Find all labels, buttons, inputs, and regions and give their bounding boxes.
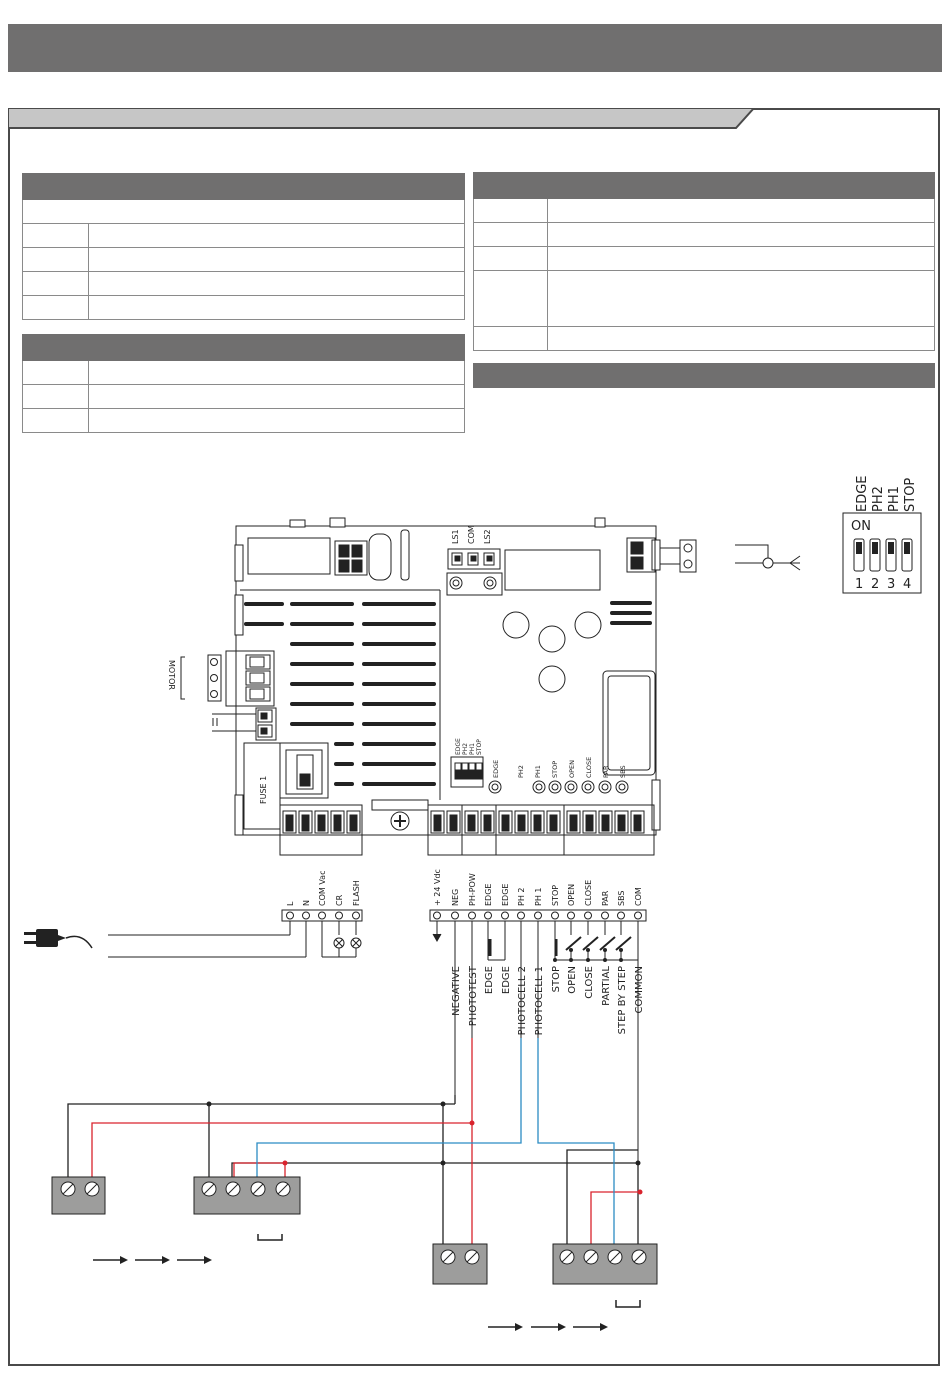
function-label-edge: EDGE	[501, 966, 512, 994]
spec-table-2-header	[22, 334, 465, 361]
dip-switch-panel: EDGE PH2 PH1 STOP ON 1 2 3 4	[842, 475, 922, 594]
led-label-close: CLOSE	[585, 757, 593, 778]
relay-label-com: COM	[467, 525, 476, 544]
spec-table-3-header	[473, 172, 935, 199]
spec-table-1-subrow	[22, 199, 465, 224]
function-label-edge: EDGE	[484, 966, 495, 994]
mains-plug-icon	[24, 929, 93, 949]
terminal-label-ph1: PH 1	[534, 888, 543, 906]
power-terminal-labels: L N COM Vac CR FLASH	[286, 871, 361, 906]
page-header-bar	[8, 24, 942, 72]
terminal-label-close: CLOSE	[584, 880, 593, 906]
motor-label: MOTOR	[167, 660, 176, 690]
function-label-open: OPEN	[567, 966, 578, 994]
function-label-negative: NEGATIVE	[451, 966, 462, 1016]
relay-labels: LS1 COM LS2	[451, 525, 492, 544]
dip-label-edge: EDGE	[855, 475, 870, 512]
spec-table-4-header	[473, 363, 935, 388]
device-rx-2	[552, 1243, 658, 1308]
dip-number-4: 4	[903, 577, 911, 592]
dip-label-ph1: PH1	[887, 486, 902, 512]
relay-label-ls2: LS2	[483, 529, 492, 544]
relay-output	[660, 539, 801, 573]
dip-label-stop: STOP	[903, 478, 918, 512]
device-rx-1	[193, 1176, 301, 1241]
relay-label-ls1: LS1	[451, 529, 460, 544]
function-label-partial: PARTIAL	[601, 966, 612, 1006]
dip-label-ph2: PH2	[871, 486, 886, 512]
beam-arrows-1	[93, 1256, 212, 1264]
terminal-label-neg: NEG	[451, 889, 460, 906]
function-label-photocell-1: PHOTOCELL 1	[534, 966, 545, 1035]
led-label-ph2: PH2	[517, 765, 525, 778]
section-title-tab	[8, 108, 756, 129]
terminal-label-edge: EDGE	[501, 884, 510, 906]
terminal-label-ph2: PH 2	[517, 888, 526, 906]
terminal-label-com-vac: COM Vac	[318, 871, 327, 906]
led-label-sbs: SBS	[619, 765, 627, 778]
power-terminal-strip	[108, 909, 363, 958]
control-board	[180, 517, 661, 856]
dip-number-1: 1	[855, 577, 863, 592]
led-labels: EDGE PH2 PH1 STOP OPEN CLOSE PAR SBS	[492, 757, 627, 778]
device-tx-1	[51, 1176, 106, 1215]
led-label-par: PAR	[602, 765, 610, 778]
function-labels: NEGATIVE PHOTOTEST EDGE EDGE PHOTOCELL 2…	[451, 965, 645, 1035]
onboard-dip-labels: EDGE PH2 PH1 STOP	[455, 738, 483, 755]
control-terminal-labels: + 24 Vdc NEG PH-POW EDGE EDGE PH 2 PH 1 …	[433, 869, 643, 906]
terminal-label-com: COM	[634, 887, 643, 906]
terminal-label-n: N	[302, 900, 311, 906]
dip-number-3: 3	[887, 577, 895, 592]
spec-table-1	[22, 173, 465, 320]
function-label-step-by-step: STEP BY STEP	[617, 966, 628, 1034]
spec-table-2	[22, 334, 465, 433]
terminal-label-edge: EDGE	[484, 884, 493, 906]
function-label-stop: STOP	[551, 966, 562, 992]
function-label-close: CLOSE	[584, 966, 595, 999]
device-tx-2	[432, 1243, 488, 1285]
function-label-common: COMMON	[634, 966, 645, 1013]
terminal-label-open: OPEN	[567, 884, 576, 906]
dip-on-label: ON	[851, 519, 871, 534]
beam-arrows-2	[488, 1323, 608, 1331]
led-label-edge: EDGE	[492, 760, 500, 778]
onboard-dip-label: PH2	[462, 743, 469, 755]
terminal-label-sbs: SBS	[617, 890, 626, 906]
dip-number-2: 2	[871, 577, 879, 592]
onboard-dip-label: EDGE	[455, 738, 462, 755]
spec-table-3	[473, 172, 935, 351]
function-label-photocell-2: PHOTOCELL 2	[517, 966, 528, 1035]
led-label-stop: STOP	[551, 761, 559, 778]
onboard-dip-label: PH1	[469, 743, 476, 755]
control-terminal-strip	[429, 909, 647, 1165]
terminal-label-24vdc: + 24 Vdc	[433, 869, 442, 906]
led-label-ph1: PH1	[534, 765, 542, 778]
terminal-label-ph-pow: PH-POW	[468, 873, 477, 906]
led-label-open: OPEN	[568, 760, 576, 778]
terminal-label-par: PAR	[601, 890, 610, 906]
terminal-label-flash: FLASH	[352, 880, 361, 906]
terminal-label-l: L	[286, 901, 295, 906]
fuse-label: FUSE 1	[259, 776, 268, 804]
terminal-label-cr: CR	[335, 894, 344, 906]
terminal-label-stop: STOP	[551, 885, 560, 906]
onboard-dip-label: STOP	[476, 739, 483, 755]
function-label-phototest: PHOTOTEST	[468, 965, 479, 1026]
field-wiring	[67, 1038, 643, 1244]
